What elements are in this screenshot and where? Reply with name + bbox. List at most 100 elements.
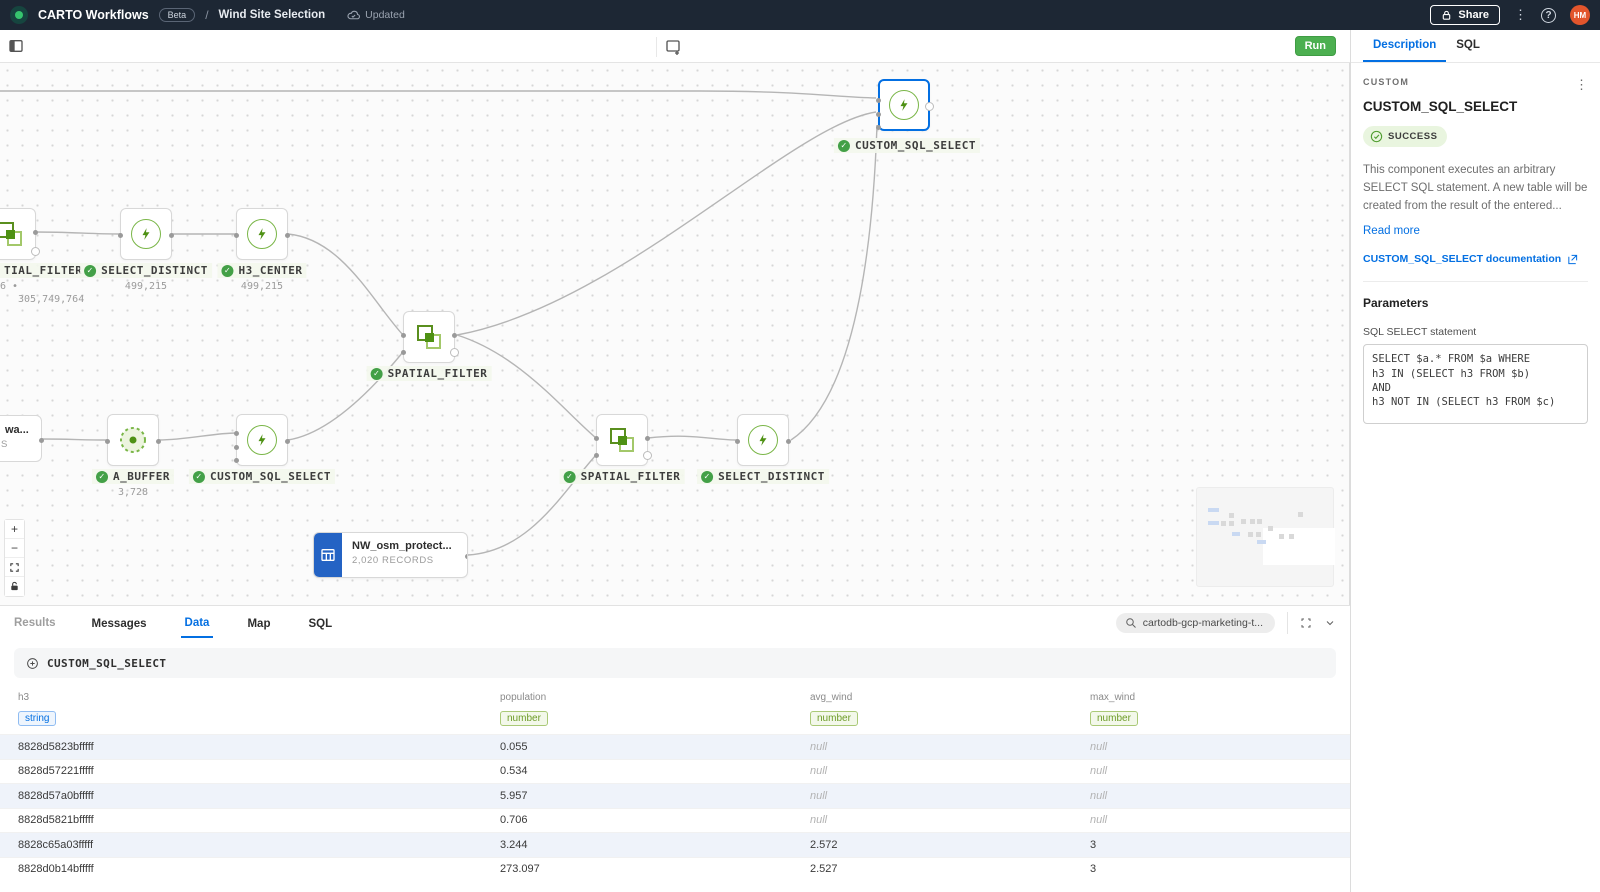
node-custom-sql-select-2[interactable] — [876, 79, 934, 131]
connection-selector[interactable]: cartodb-gcp-marketing-t... — [1115, 613, 1275, 633]
workflow-canvas[interactable]: TIAL_FILTER 6 • 305,749,764 ✓SELECT_DIST… — [0, 63, 1350, 605]
input-port[interactable] — [401, 333, 406, 338]
minimap[interactable] — [1196, 487, 1335, 587]
output-port[interactable] — [285, 439, 290, 444]
lock-canvas-button[interactable] — [5, 577, 24, 596]
connection-name: cartodb-gcp-marketing-t... — [1142, 617, 1263, 629]
node-spatial-filter-2[interactable] — [401, 311, 459, 363]
status-badge: SUCCESS — [1363, 126, 1448, 147]
input-port[interactable] — [118, 233, 123, 238]
tab-sql-detail[interactable]: SQL — [1456, 39, 1480, 51]
collapse-panel-icon[interactable] — [1324, 617, 1336, 629]
tab-messages[interactable]: Messages — [91, 618, 147, 630]
lightning-icon — [142, 228, 150, 240]
divider — [1287, 612, 1288, 634]
detail-tab-bar: Description SQL — [1351, 30, 1600, 63]
output-port[interactable] — [465, 554, 467, 559]
input-port[interactable] — [594, 436, 599, 441]
sql-statement-input[interactable]: SELECT $a.* FROM $a WHERE h3 IN (SELECT … — [1363, 344, 1588, 425]
updated-label: Updated — [365, 9, 405, 21]
minimap-viewport[interactable] — [1263, 528, 1335, 565]
component-description: This component executes an arbitrary SEL… — [1363, 164, 1588, 212]
input-port[interactable] — [594, 453, 599, 458]
zoom-in-button[interactable]: + — [5, 520, 24, 539]
tab-data[interactable]: Data — [180, 608, 214, 638]
node-spatial-filter-3[interactable] — [594, 414, 652, 466]
results-panel: Results Messages Data Map SQL cartodb-gc… — [0, 605, 1350, 892]
output-port-open[interactable] — [643, 451, 652, 460]
tab-description[interactable]: Description — [1363, 30, 1447, 62]
save-status: Updated — [347, 9, 405, 22]
avatar[interactable]: HM — [1570, 5, 1590, 25]
success-check-icon: ✓ — [370, 367, 383, 380]
output-port[interactable] — [169, 233, 174, 238]
help-icon[interactable]: ? — [1541, 7, 1556, 23]
node-label: ✓SPATIAL_FILTER — [559, 469, 685, 484]
node-select-distinct-1[interactable] — [118, 208, 174, 260]
node-count: 305,749,764 — [18, 294, 85, 305]
table-row[interactable]: 8828d57221fffff 0.534 null null — [0, 758, 1350, 784]
node-label: ✓CUSTOM_SQL_SELECT — [833, 138, 981, 153]
canvas-controls: + − — [4, 519, 25, 597]
node-spatial-filter-1[interactable] — [0, 208, 40, 260]
success-check-icon: ✓ — [96, 470, 109, 483]
table-row[interactable]: 8828d5821bfffff 0.706 null null — [0, 807, 1350, 833]
results-label: Results — [14, 617, 56, 629]
add-note-icon[interactable] — [665, 39, 681, 55]
lightning-icon — [258, 228, 266, 240]
column-header: avg_wind number — [810, 692, 1090, 726]
run-button[interactable]: Run — [1294, 36, 1336, 56]
node-select-distinct-2[interactable] — [735, 414, 791, 466]
node-source-table[interactable]: wa... S — [0, 415, 44, 462]
input-port[interactable] — [876, 125, 881, 130]
table-row[interactable]: 8828c65a03fffff 3.244 2.572 3 — [0, 832, 1350, 857]
output-port[interactable] — [645, 436, 650, 441]
input-port[interactable] — [876, 98, 881, 103]
output-port-open[interactable] — [31, 247, 40, 256]
toggle-panel-icon[interactable] — [8, 38, 24, 54]
fit-view-button[interactable] — [5, 558, 24, 577]
top-bar: CARTO Workflows Beta / Wind Site Selecti… — [0, 0, 1600, 30]
output-port-open[interactable] — [450, 348, 459, 357]
output-port-open[interactable] — [925, 102, 934, 111]
input-port[interactable] — [234, 233, 239, 238]
success-check-icon: ✓ — [701, 470, 714, 483]
output-port[interactable] — [452, 333, 457, 338]
table-row[interactable]: 8828d0b14bfffff 273.097 2.527 3 — [0, 856, 1350, 882]
zoom-out-button[interactable]: − — [5, 539, 24, 558]
more-options-icon[interactable]: ⋮ — [1514, 7, 1527, 22]
tab-map[interactable]: Map — [247, 618, 271, 630]
input-port[interactable] — [735, 439, 740, 444]
input-port[interactable] — [234, 431, 239, 436]
node-a-buffer[interactable] — [105, 414, 161, 466]
input-port[interactable] — [401, 350, 406, 355]
output-port[interactable] — [33, 230, 38, 235]
documentation-link[interactable]: CUSTOM_SQL_SELECT documentation — [1363, 253, 1588, 265]
read-more-link[interactable]: Read more — [1363, 225, 1420, 238]
input-port[interactable] — [234, 445, 239, 450]
node-h3-center[interactable] — [234, 208, 290, 260]
output-port[interactable] — [156, 439, 161, 444]
column-header: max_wind number — [1090, 692, 1332, 726]
output-port[interactable] — [39, 438, 44, 443]
input-port[interactable] — [876, 112, 881, 117]
tab-sql[interactable]: SQL — [308, 618, 333, 630]
node-label: ✓CUSTOM_SQL_SELECT — [188, 469, 336, 484]
table-row[interactable]: 8828d57a0bfffff 5.957 null null — [0, 783, 1350, 808]
output-port[interactable] — [786, 439, 791, 444]
node-label: ✓SPATIAL_FILTER — [366, 366, 492, 381]
output-port[interactable] — [285, 233, 290, 238]
input-port[interactable] — [105, 439, 110, 444]
expand-panel-icon[interactable] — [1300, 617, 1312, 629]
component-options-icon[interactable]: ⋮ — [1575, 77, 1588, 92]
node-custom-sql-select-1[interactable] — [234, 414, 290, 466]
node-label: ✓A_BUFFER — [92, 469, 174, 484]
results-tab-bar: Results Messages Data Map SQL cartodb-gc… — [0, 606, 1350, 640]
input-port[interactable] — [234, 458, 239, 463]
share-button[interactable]: Share — [1430, 5, 1500, 25]
table-row[interactable]: 8828d5823bfffff 0.055 null null — [0, 734, 1350, 759]
result-section-header[interactable]: CUSTOM_SQL_SELECT — [14, 648, 1336, 678]
node-count: 499,215 — [124, 281, 168, 292]
locate-node-icon — [27, 657, 38, 669]
node-table-nw-osm[interactable]: NW_osm_protect... 2,020 RECORDS — [313, 532, 468, 578]
